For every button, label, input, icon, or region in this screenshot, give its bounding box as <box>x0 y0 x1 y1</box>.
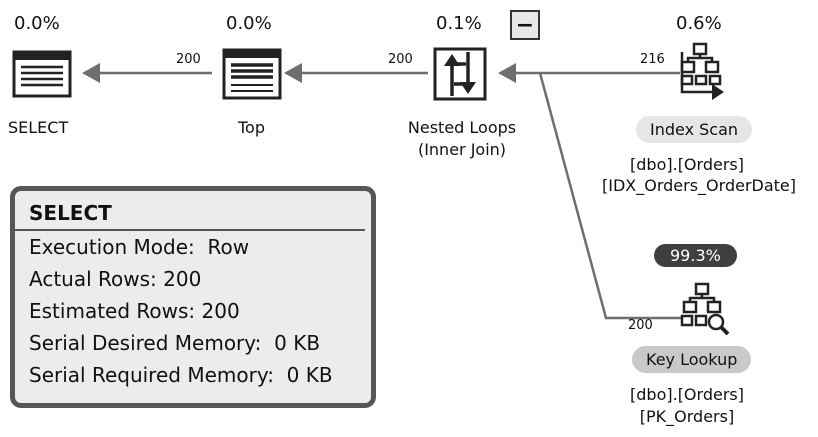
key-lookup-label: Key Lookup <box>632 346 752 373</box>
key-lookup-cost: 99.3% <box>654 244 737 267</box>
nested-loops-join-type: (Inner Join) <box>417 140 507 159</box>
property-row: Serial Desired Memory: 0 KB <box>15 327 371 359</box>
key-lookup-object: [dbo].[Orders] <box>630 385 744 404</box>
property-value: 200 <box>201 299 240 323</box>
property-value: 200 <box>163 267 202 291</box>
nested-loops-cost: 0.1% <box>436 13 482 34</box>
property-value: 0 KB <box>274 331 321 355</box>
select-cost: 0.0% <box>14 13 60 34</box>
row-count-scan-nested: 216 <box>640 52 665 67</box>
index-scan-cost: 0.6% <box>676 13 722 34</box>
property-label: Serial Desired Memory: <box>29 331 262 355</box>
property-label: Execution Mode: <box>29 235 195 259</box>
row-count-top-select: 200 <box>176 52 201 67</box>
arrow-line-lookup-nested <box>538 72 682 320</box>
index-scan-operator-icon[interactable] <box>678 42 726 104</box>
arrow-head-select <box>82 63 100 83</box>
property-row: Execution Mode: Row <box>15 231 371 263</box>
index-scan-object: [dbo].[Orders] <box>630 155 744 174</box>
index-scan-index-name: [IDX_Orders_OrderDate] <box>602 176 796 195</box>
property-value: 0 KB <box>286 363 333 387</box>
property-value: Row <box>207 235 250 259</box>
property-label: Actual Rows: <box>29 267 157 291</box>
collapse-button[interactable]: − <box>510 10 540 40</box>
key-lookup-operator-icon[interactable] <box>678 282 730 340</box>
properties-panel: SELECT Execution Mode: Row Actual Rows: … <box>10 186 376 408</box>
property-label: Estimated Rows: <box>29 299 196 323</box>
arrow-head-nested <box>498 63 516 83</box>
top-cost: 0.0% <box>226 13 272 34</box>
property-row: Actual Rows: 200 <box>15 263 371 295</box>
top-operator-icon[interactable] <box>222 48 282 104</box>
select-label: SELECT <box>8 118 69 137</box>
properties-title: SELECT <box>15 191 365 231</box>
key-lookup-index-name: [PK_Orders] <box>639 407 735 426</box>
property-row: Estimated Rows: 200 <box>15 295 371 327</box>
row-count-lookup-nested: 200 <box>628 318 653 333</box>
arrow-head-top <box>284 63 302 83</box>
row-count-nested-top: 200 <box>388 52 413 67</box>
nested-loops-label: Nested Loops <box>407 118 517 137</box>
index-scan-label: Index Scan <box>636 116 753 143</box>
select-operator-icon[interactable] <box>12 50 72 102</box>
property-row: Serial Required Memory: 0 KB <box>15 359 371 391</box>
nested-loops-operator-icon[interactable] <box>432 46 488 106</box>
top-label: Top <box>238 118 265 137</box>
property-label: Serial Required Memory: <box>29 363 274 387</box>
